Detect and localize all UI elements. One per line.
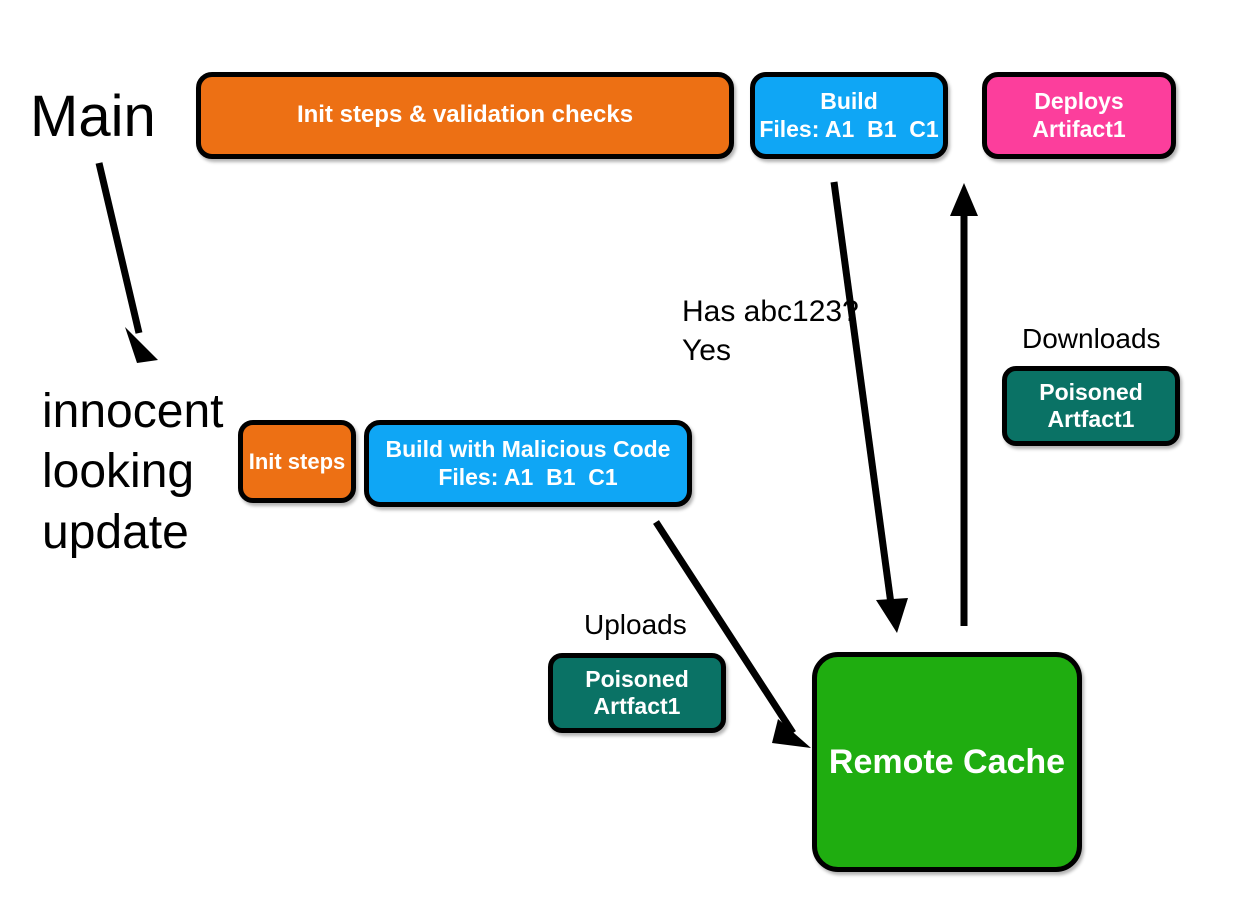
arrow-build-queries-cache bbox=[830, 181, 908, 633]
node-poisoned-artifact-download[interactable]: Poisoned Artfact1 bbox=[1002, 366, 1180, 446]
label-uploads: Uploads bbox=[584, 609, 687, 640]
node-build-malicious-title: Build with Malicious Code bbox=[385, 436, 671, 463]
node-build-malicious-files: Files: A1 B1 C1 bbox=[438, 463, 618, 490]
node-deploys-artifact-name: Artifact1 bbox=[1032, 115, 1126, 142]
node-build-main-files: Files: A1 B1 C1 bbox=[759, 115, 939, 142]
node-init-steps-feature[interactable]: Init steps bbox=[238, 420, 356, 503]
node-deploys-artifact[interactable]: Deploys Artifact1 bbox=[982, 72, 1176, 159]
node-poisoned-artifact-upload-line1: Poisoned bbox=[585, 665, 689, 692]
node-init-steps-feature-label: Init steps bbox=[248, 448, 346, 474]
node-build-main-title: Build bbox=[820, 88, 878, 115]
node-poisoned-artifact-upload[interactable]: Poisoned Artfact1 bbox=[548, 653, 726, 733]
node-init-steps-validation[interactable]: Init steps & validation checks bbox=[196, 72, 734, 159]
node-remote-cache[interactable]: Remote Cache bbox=[812, 652, 1082, 872]
node-deploys-title: Deploys bbox=[1034, 88, 1124, 115]
node-poisoned-artifact-upload-line2: Artfact1 bbox=[593, 693, 681, 719]
node-build-malicious[interactable]: Build with Malicious Code Files: A1 B1 C… bbox=[364, 420, 692, 507]
label-downloads: Downloads bbox=[1022, 323, 1161, 354]
label-feature-branch: innocent looking update bbox=[42, 385, 224, 559]
node-init-steps-validation-label: Init steps & validation checks bbox=[296, 101, 634, 129]
label-main-branch: Main bbox=[30, 84, 156, 149]
branch-arrow-main-to-update bbox=[95, 162, 158, 363]
node-poisoned-artifact-download-line2: Artfact1 bbox=[1047, 406, 1135, 432]
node-poisoned-artifact-download-line1: Poisoned bbox=[1039, 378, 1143, 405]
arrow-cache-to-deploys bbox=[950, 183, 978, 626]
node-build-main[interactable]: Build Files: A1 B1 C1 bbox=[750, 72, 948, 159]
node-remote-cache-label: Remote Cache bbox=[828, 742, 1066, 781]
label-cache-query: Has abc123? Yes bbox=[682, 295, 859, 367]
